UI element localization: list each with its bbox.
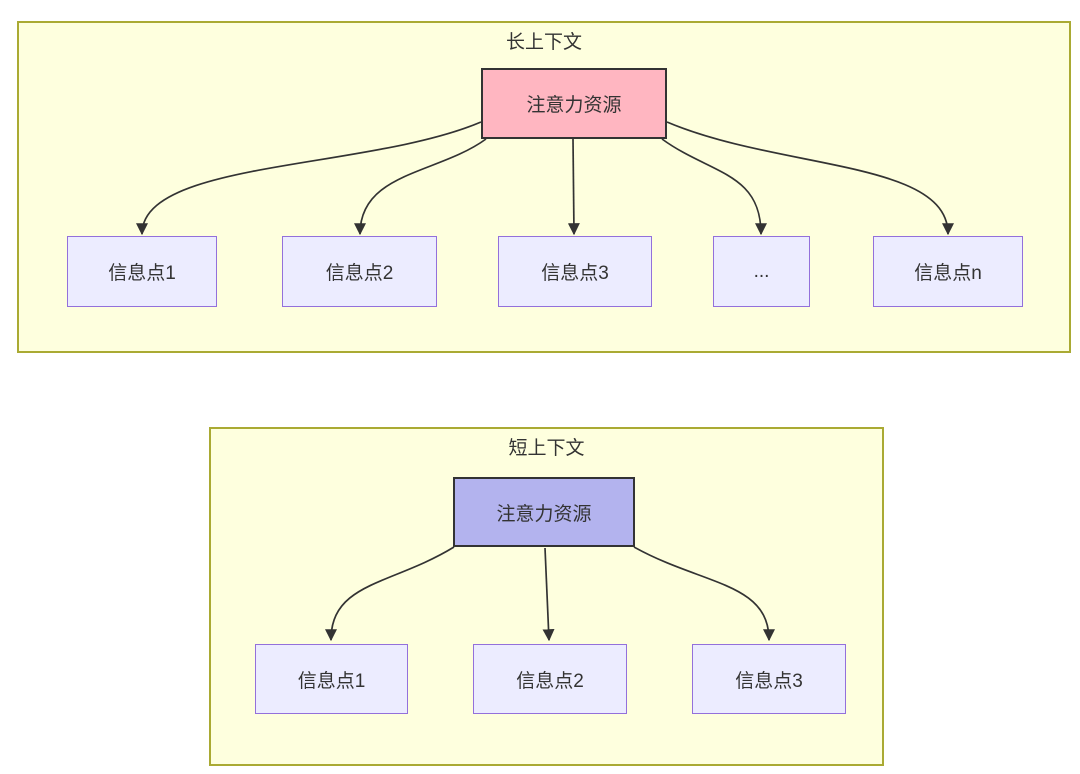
- long-info-point-1: 信息点1: [67, 236, 217, 307]
- short-info-point-2: 信息点2: [473, 644, 627, 714]
- short-context-title: 短上下文: [508, 438, 585, 459]
- attention-resource-node-long: 注意力资源: [481, 68, 667, 139]
- attention-resource-node-short: 注意力资源: [453, 477, 635, 547]
- long-info-point-ellipsis: ...: [713, 236, 810, 307]
- long-info-point-3: 信息点3: [498, 236, 652, 307]
- long-context-title: 长上下文: [505, 32, 582, 53]
- long-info-point-n: 信息点n: [873, 236, 1023, 307]
- long-info-point-2: 信息点2: [282, 236, 437, 307]
- short-info-point-3: 信息点3: [692, 644, 846, 714]
- short-info-point-1: 信息点1: [255, 644, 408, 714]
